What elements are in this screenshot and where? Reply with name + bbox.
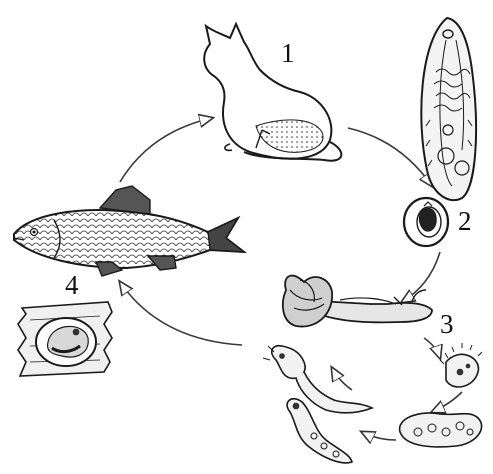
- adult-fluke-icon: [421, 18, 476, 200]
- stage-label-4: 4: [65, 272, 79, 299]
- arrow-miracidium-to-sporocyst: [432, 392, 462, 412]
- cercaria-icon: [263, 346, 372, 413]
- arrow-redia-to-cercaria: [332, 368, 352, 390]
- arrow-cat-to-egg: [348, 128, 432, 186]
- arrow-sporocyst-to-redia: [362, 432, 396, 440]
- fish-host-icon: [14, 186, 244, 276]
- stage-label-1: 1: [281, 40, 295, 67]
- arrow-snail-to-fish: [120, 282, 242, 345]
- metacercaria-icon: [18, 302, 112, 376]
- arrow-egg-to-snail: [402, 252, 440, 302]
- arrow-fish-to-cat: [120, 118, 212, 182]
- miracidium-icon: [440, 343, 482, 387]
- stage-label-2: 2: [458, 208, 472, 235]
- arrow-snail-to-miracidium: [424, 338, 440, 358]
- egg-icon: [404, 198, 448, 246]
- stage-label-3: 3: [440, 311, 454, 338]
- snail-host-icon: [283, 276, 432, 327]
- sporocyst-icon: [400, 413, 482, 447]
- cat-host-icon: [204, 24, 341, 161]
